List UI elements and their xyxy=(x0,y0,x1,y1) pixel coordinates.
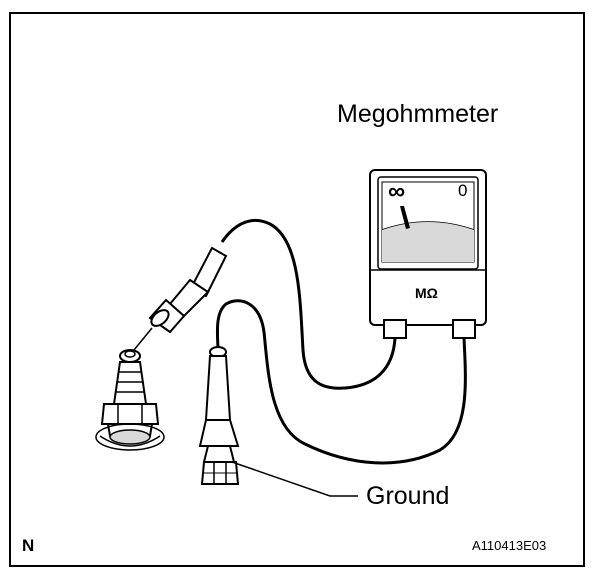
figure-code: A110413E03 xyxy=(472,538,547,553)
ground-leader-line xyxy=(231,461,358,497)
test-lead-left xyxy=(220,218,397,390)
spark-plug xyxy=(95,349,165,451)
meter-dial-shade xyxy=(382,222,474,262)
corner-letter: N xyxy=(22,536,35,555)
scale-infinity-mark: ∞ xyxy=(388,178,406,205)
meter-terminal-left xyxy=(383,319,407,339)
ground-clip xyxy=(198,346,240,485)
meter-unit-label: MΩ xyxy=(415,285,438,301)
meter-terminal-right xyxy=(452,319,476,339)
insulation-probe xyxy=(133,246,228,351)
megohmmeter xyxy=(369,169,487,339)
figure-frame xyxy=(9,12,585,567)
megohmmeter-label: Megohmmeter xyxy=(337,100,499,128)
scale-zero-mark: 0 xyxy=(458,181,468,200)
ground-label: Ground xyxy=(366,482,450,510)
meter-needle xyxy=(400,206,410,229)
test-lead-right xyxy=(215,299,467,465)
